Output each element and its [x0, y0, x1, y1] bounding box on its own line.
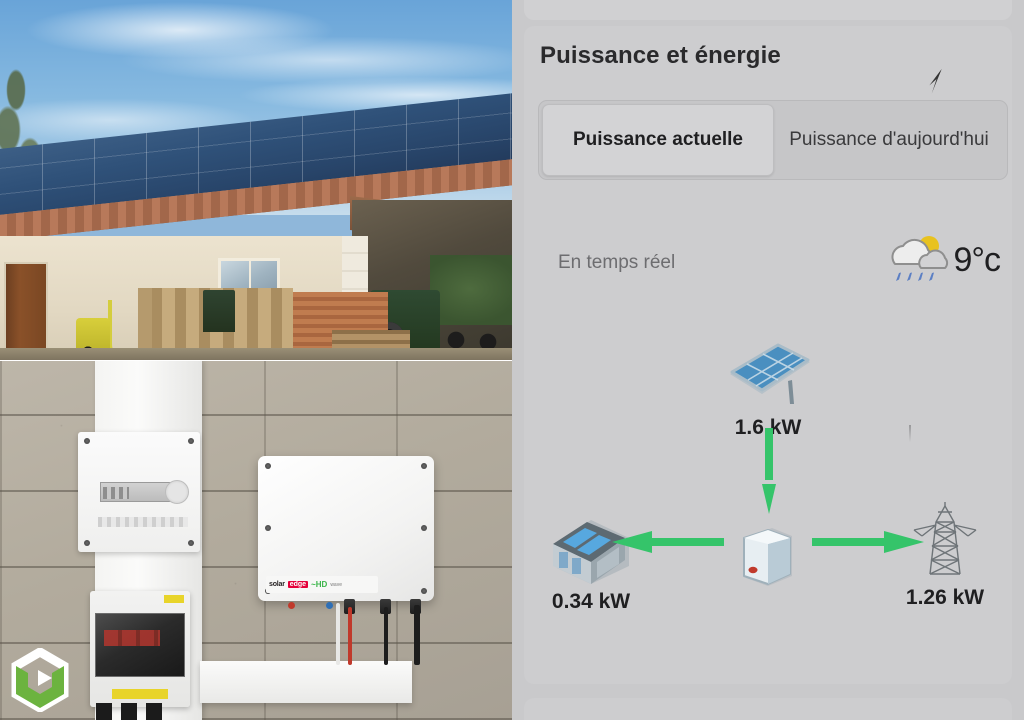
- screw-icon: [84, 438, 90, 444]
- solar-monitoring-app-panel: Puissance et énergie Puissance actuelle …: [512, 0, 1024, 720]
- flow-node-home[interactable]: 0.34 kW: [526, 508, 656, 614]
- mc4-connector: [344, 599, 355, 614]
- temperature-value: 9°c: [953, 240, 1001, 279]
- screw-icon: [188, 540, 194, 546]
- brand-wave-text: wave: [330, 581, 342, 588]
- house-with-rooftop-solar-array-photo: [0, 0, 512, 360]
- screw-icon: [421, 588, 427, 594]
- dc-isolator-box: [90, 591, 190, 707]
- screw-icon: [421, 525, 427, 531]
- next-card-sliver: [524, 698, 1012, 720]
- circuit-breakers: [100, 482, 182, 502]
- warning-label: [164, 595, 184, 603]
- mc4-connector: [380, 599, 391, 614]
- cable-terminals: [96, 703, 170, 720]
- din-rail: [98, 517, 188, 527]
- isolator-window: [95, 613, 185, 677]
- screw-icon: [265, 463, 271, 469]
- sun-behind-rain-cloud-icon: [891, 236, 949, 281]
- brand-solar-text: solar: [269, 581, 285, 588]
- brand-edge-text: edge: [287, 581, 309, 588]
- energy-flow-diagram: 1.6 kW: [512, 330, 1024, 630]
- wooden-door: [4, 262, 48, 360]
- previous-card-sliver: [524, 0, 1012, 20]
- brand-hd-letters: HD: [315, 580, 328, 589]
- grid-export-value: 1.26 kW: [905, 586, 985, 609]
- arrow-solar-to-inverter: [762, 428, 776, 514]
- power-socket: [165, 480, 189, 504]
- inverter-icon: [743, 528, 792, 586]
- brand-hd-prefix: ~: [311, 580, 316, 589]
- tab-puissance-actuelle[interactable]: Puissance actuelle: [542, 104, 774, 176]
- flow-node-inverter[interactable]: [728, 516, 808, 596]
- garden-hose: [108, 300, 136, 358]
- solar-power-value: 1.6 kW: [734, 416, 802, 439]
- tab-puissance-aujourdhui[interactable]: Puissance d'aujourd'hui: [789, 128, 989, 150]
- arrow-down-icon: [762, 428, 776, 514]
- screw-icon: [421, 463, 427, 469]
- antenna-blue-dot: [326, 602, 333, 609]
- arrow-inverter-to-home: [612, 531, 724, 553]
- dc-switch-red-dot: [288, 602, 295, 609]
- screw-icon: [84, 540, 90, 546]
- hexagon-logo-svg: [11, 646, 69, 714]
- brand-hd-text: ~HD: [311, 580, 327, 589]
- black-cable: [384, 607, 388, 665]
- weather-widget: 9°c: [883, 232, 1001, 288]
- arrow-right-icon: [812, 531, 924, 553]
- white-cable: [336, 603, 340, 665]
- flow-node-grid[interactable]: 1.26 kW: [880, 500, 1010, 610]
- realtime-label: En temps réel: [558, 252, 676, 273]
- house-icon: [553, 520, 629, 584]
- solar-panel-icon: [730, 343, 810, 404]
- ground: [0, 348, 512, 360]
- screw-icon: [265, 525, 271, 531]
- hexagon-company-logo: [8, 646, 72, 714]
- trash-bin: [203, 290, 235, 332]
- red-cable: [348, 607, 352, 665]
- flow-node-solar[interactable]: 1.6 kW: [708, 338, 828, 440]
- home-consumption-value: 0.34 kW: [551, 590, 631, 613]
- power-tab-group[interactable]: Puissance actuelle Puissance d'aujourd'h…: [538, 100, 1008, 180]
- artifact-speck: [909, 425, 911, 442]
- warning-label: [112, 689, 168, 699]
- arrow-inverter-to-grid: [812, 531, 924, 553]
- consumer-unit-box: [78, 432, 200, 552]
- horizontal-trunking: [200, 661, 412, 703]
- screw-icon: [188, 438, 194, 444]
- transmission-tower-icon: [913, 502, 977, 575]
- black-cable: [414, 605, 420, 665]
- page-title: Puissance et énergie: [540, 42, 781, 69]
- arrow-left-icon: [612, 531, 724, 553]
